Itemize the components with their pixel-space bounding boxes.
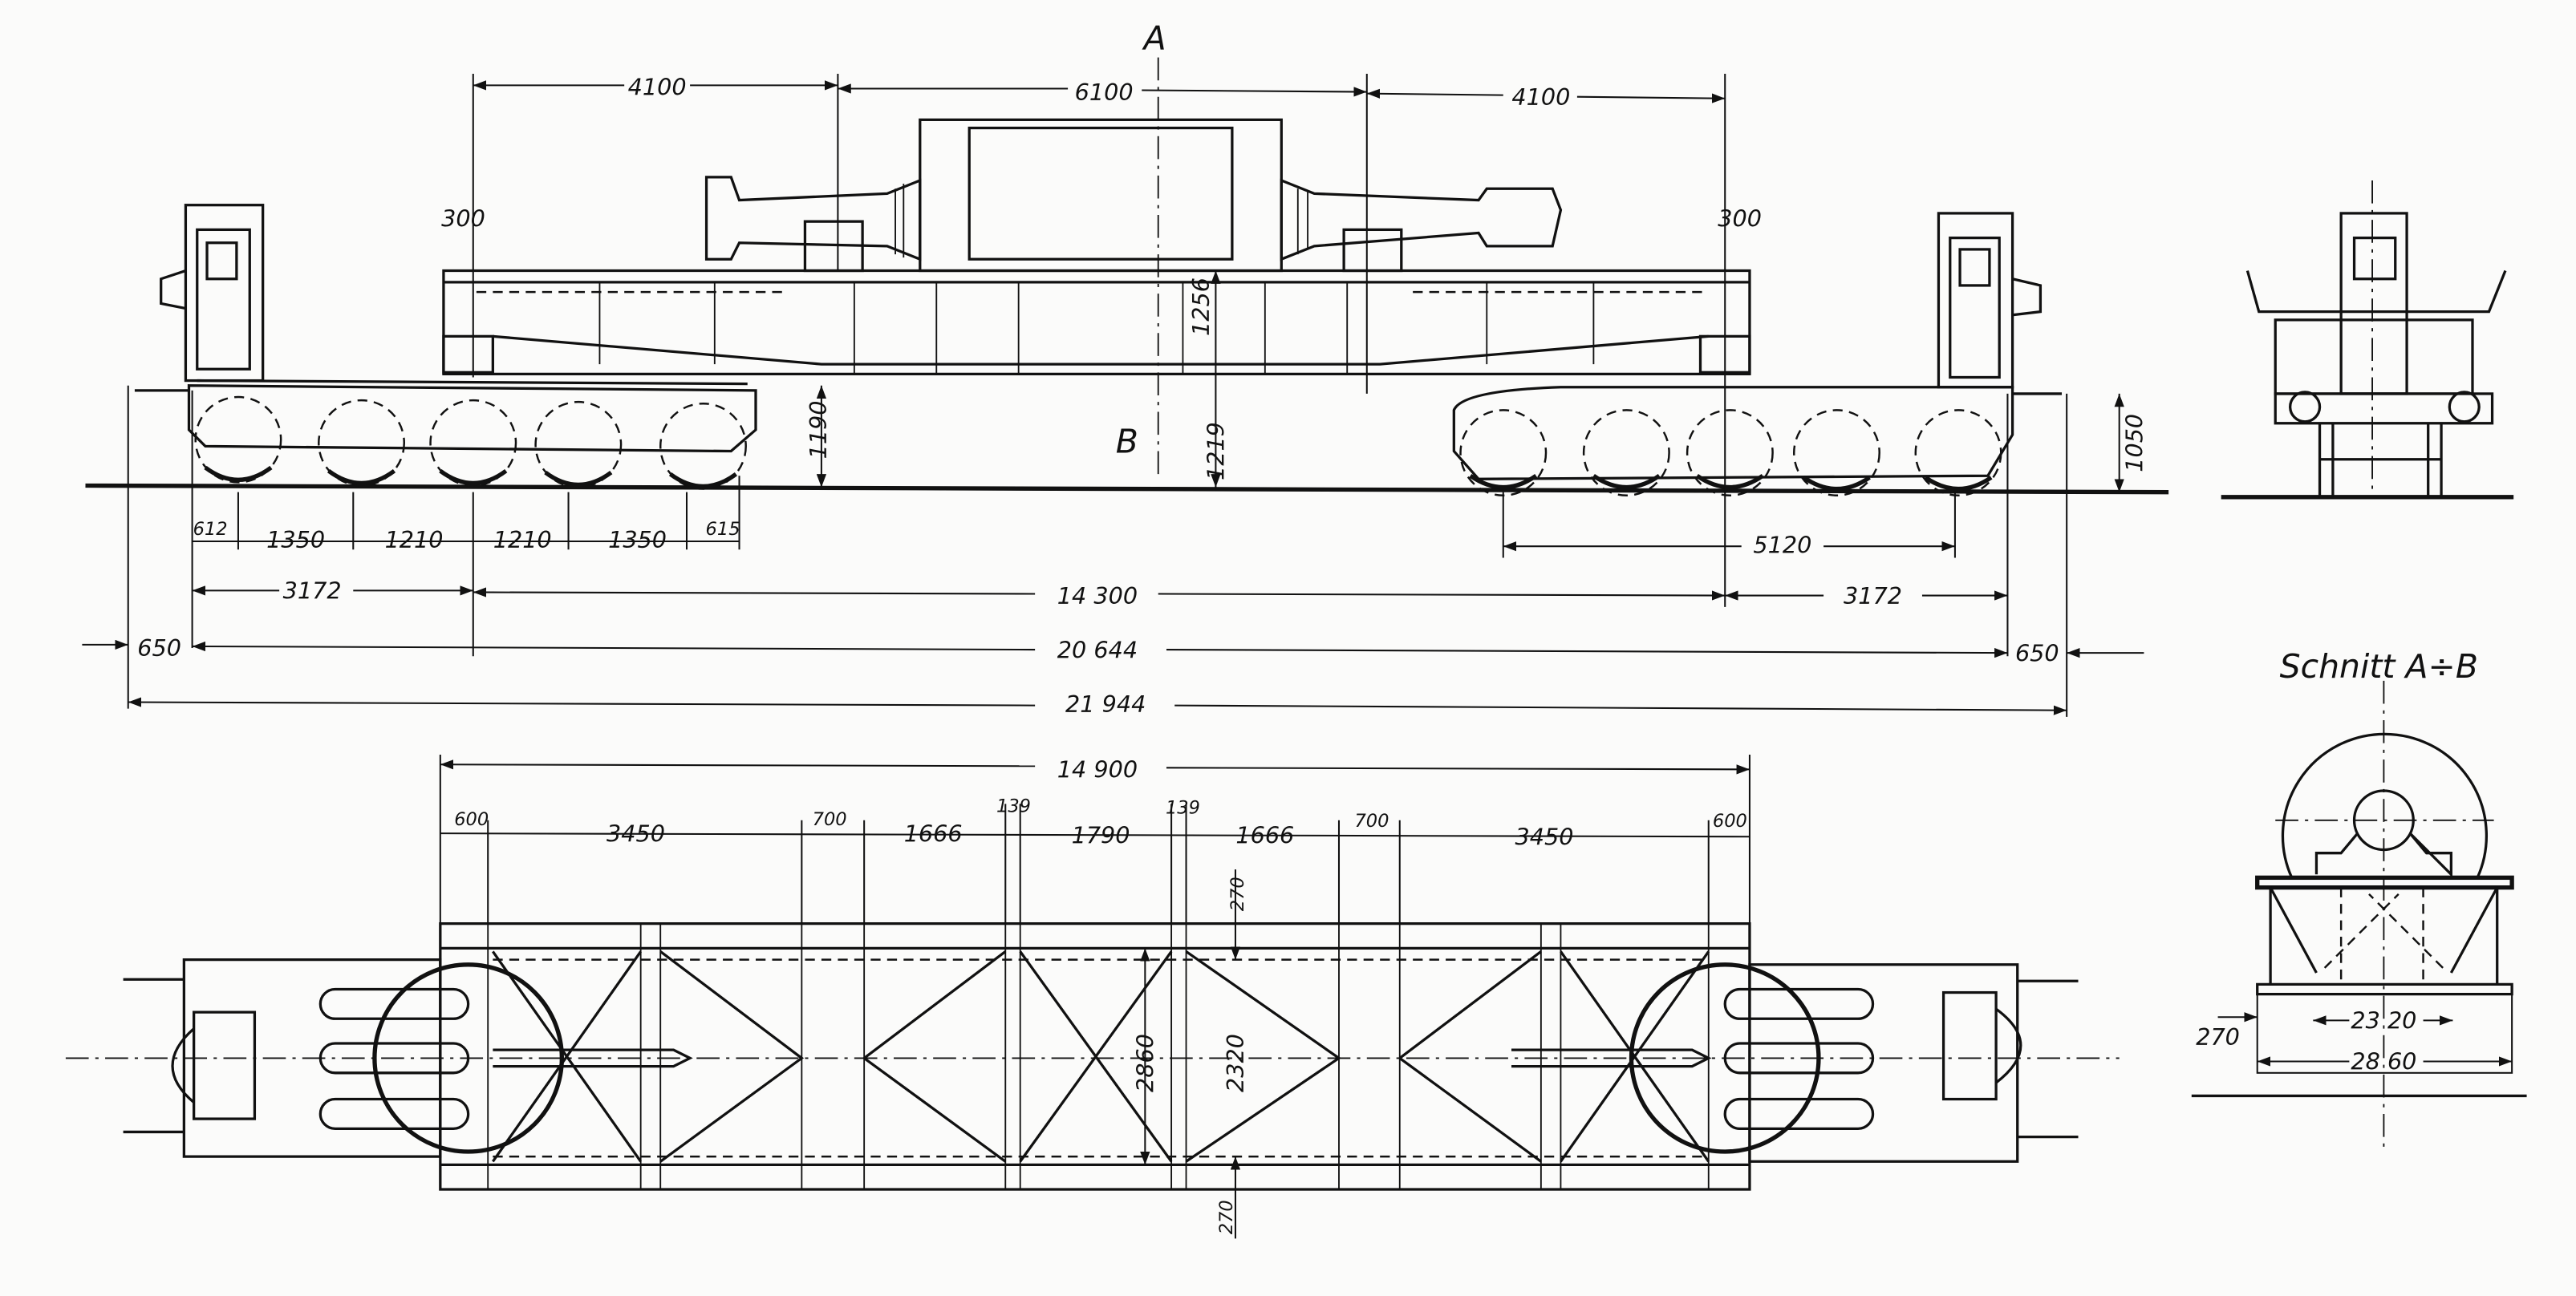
section-mark-b: B bbox=[1116, 423, 1138, 461]
dim-270-top: 270 bbox=[1227, 877, 1248, 911]
dim-1050: 1050 bbox=[2120, 414, 2148, 472]
dim-1210-b: 1210 bbox=[493, 526, 552, 553]
side-view-dimensions: 4100 6100 4100 300 300 1256 1190 1219 10… bbox=[82, 74, 2148, 718]
dim-2860-plan: 2860 bbox=[1132, 1034, 1159, 1092]
end-view bbox=[2221, 180, 2514, 500]
plan-view: 14 900 600 3450 700 1666 139 1790 139 16… bbox=[65, 754, 2120, 1239]
dim-2320-section: 23 20 bbox=[2351, 1007, 2416, 1035]
left-cab bbox=[160, 204, 265, 383]
right-cab bbox=[1937, 212, 2043, 389]
dim-612: 612 bbox=[193, 519, 228, 540]
dim-650-left: 650 bbox=[137, 634, 181, 662]
dim-1666-left: 1666 bbox=[904, 820, 963, 847]
dim-1256: 1256 bbox=[1187, 277, 1215, 336]
dim-1350-b: 1350 bbox=[608, 526, 667, 553]
rail-ground-line bbox=[85, 483, 2169, 495]
dim-14900: 14 900 bbox=[1057, 756, 1138, 784]
dim-3450-right: 3450 bbox=[1515, 823, 1573, 850]
dim-5120: 5120 bbox=[1753, 531, 1811, 558]
dim-700-left: 700 bbox=[813, 809, 847, 830]
dim-650-right: 650 bbox=[2015, 639, 2059, 666]
dim-2320-plan: 2320 bbox=[1222, 1034, 1249, 1092]
left-bogie bbox=[134, 379, 757, 490]
dim-139-right: 139 bbox=[1166, 798, 1200, 819]
dim-1350-a: 1350 bbox=[266, 526, 325, 553]
dim-21944: 21 944 bbox=[1065, 691, 1146, 718]
dim-600-left: 600 bbox=[454, 809, 489, 830]
dim-3450-left: 3450 bbox=[606, 820, 665, 847]
dim-270-section: 270 bbox=[2196, 1023, 2240, 1051]
section-a-b-view: Schnitt A÷B 23 20 28 60 270 bbox=[2191, 647, 2527, 1148]
dim-1219: 1219 bbox=[1203, 422, 1230, 480]
section-title: Schnitt A÷B bbox=[2280, 647, 2478, 686]
dim-4100-right: 4100 bbox=[1511, 83, 1570, 111]
dim-600-right: 600 bbox=[1713, 811, 1747, 832]
dim-139-left: 139 bbox=[996, 796, 1031, 817]
dim-20644: 20 644 bbox=[1057, 636, 1138, 663]
dim-300-left: 300 bbox=[441, 205, 485, 232]
dim-1666-right: 1666 bbox=[1235, 821, 1294, 848]
dim-3172-right: 3172 bbox=[1844, 582, 1902, 610]
dim-1190: 1190 bbox=[805, 401, 832, 460]
dim-1790: 1790 bbox=[1072, 821, 1130, 848]
side-elevation-view: A B 4 bbox=[82, 18, 2169, 718]
right-bogie bbox=[1452, 386, 2063, 496]
dim-2860-section: 28 60 bbox=[2351, 1048, 2416, 1075]
dim-3172-left: 3172 bbox=[283, 577, 342, 605]
turbine-rotor-load bbox=[704, 118, 1563, 273]
dim-1210-a: 1210 bbox=[385, 526, 444, 553]
dim-6100: 6100 bbox=[1075, 79, 1134, 106]
carrier-girder bbox=[442, 220, 1751, 376]
dim-14300: 14 300 bbox=[1057, 582, 1138, 610]
dim-700-right: 700 bbox=[1354, 811, 1389, 832]
section-mark-a: A bbox=[1142, 18, 1166, 57]
dim-300-right: 300 bbox=[1718, 205, 1762, 232]
dim-4100-left: 4100 bbox=[628, 74, 687, 101]
dim-270-bottom: 270 bbox=[1216, 1200, 1237, 1234]
dim-615: 615 bbox=[706, 519, 740, 540]
